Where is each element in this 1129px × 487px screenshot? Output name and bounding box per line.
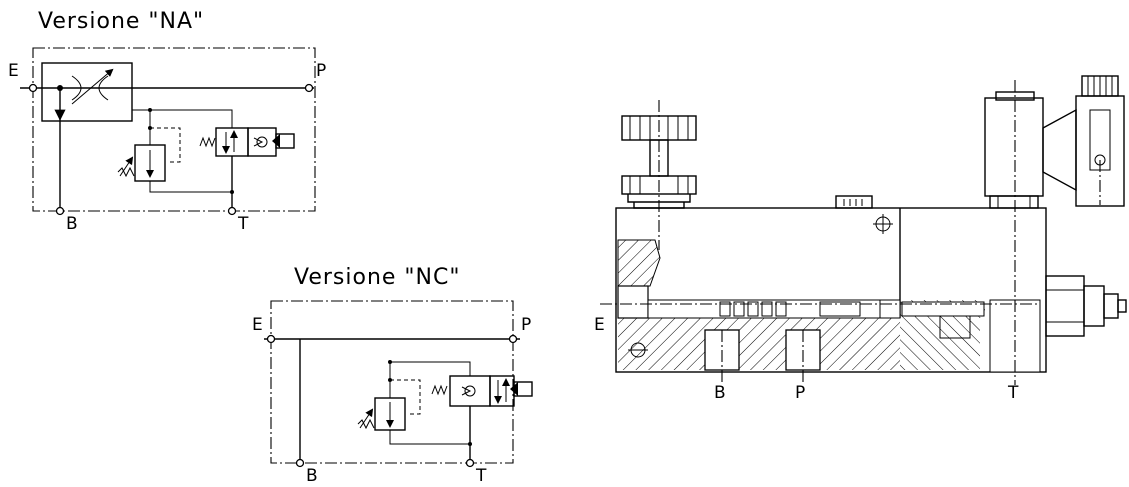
- na-relief-out: [149, 181, 232, 193]
- na-relief-adjust: [119, 156, 134, 177]
- section-hatch-upper-left: [617, 239, 661, 287]
- section-port-b-label: B: [714, 383, 726, 403]
- na-t-node: [230, 190, 234, 194]
- nc-relief-adjust: [359, 408, 374, 429]
- na-port-p-dot: [304, 83, 314, 93]
- nc-relief-pilot: [390, 379, 421, 415]
- section-hatch-lower-left: [618, 318, 900, 370]
- electrical-connector: [1042, 75, 1125, 207]
- na-relief-pilot: [150, 127, 181, 163]
- na-solenoid-pos-a: [215, 127, 249, 157]
- valve-cross-section: E B P T: [594, 75, 1127, 403]
- nc-port-e-label: E: [252, 315, 263, 335]
- spool-bore: [647, 299, 901, 319]
- nc-port-b-dot: [295, 458, 305, 468]
- nc-relief-spring: [357, 418, 375, 430]
- na-port-b-dot: [55, 206, 65, 216]
- section-port-e-label: E: [594, 315, 605, 335]
- na-adjust-arrow: [71, 68, 114, 105]
- schematic-na: Versione "NA": [8, 9, 326, 234]
- port-e-bore: [617, 285, 649, 319]
- nc-port-t-label: T: [475, 466, 487, 486]
- nc-pilot-line: [390, 361, 471, 376]
- nc-envelope: [270, 300, 514, 464]
- na-port-p-label: P: [316, 61, 326, 81]
- nc-t-node: [468, 442, 472, 446]
- na-restrictor-left: [71, 75, 82, 101]
- top-plug-marks: [843, 199, 863, 206]
- na-port-b-label: B: [66, 214, 78, 234]
- nc-port-e-dot: [266, 334, 276, 344]
- na-title: Versione "NA": [38, 9, 204, 34]
- na-pilot-line: [132, 109, 233, 128]
- nc-check-symbol: [464, 385, 476, 397]
- na-check-seat: [253, 137, 264, 147]
- nc-relief-out: [389, 430, 470, 445]
- section-port-p-label: P: [795, 383, 805, 403]
- na-envelope: [32, 47, 316, 212]
- nc-port-p-label: P: [521, 315, 531, 335]
- end-cap-fitting: [1045, 275, 1127, 337]
- na-coil-mark: [272, 134, 280, 148]
- na-relief-spring: [117, 166, 135, 178]
- seal-housing: [939, 315, 971, 339]
- na-port-t-dot: [227, 206, 237, 216]
- schematic-nc: Versione "NC" E P B: [252, 265, 533, 486]
- nc-port-p-dot: [508, 334, 518, 344]
- nc-port-b-label: B: [306, 466, 318, 486]
- na-valve-spring: [199, 136, 216, 148]
- top-plug: [835, 195, 873, 209]
- na-check-symbol: [256, 136, 268, 148]
- spool-lands: [719, 299, 901, 319]
- nc-title: Versione "NC": [294, 265, 460, 290]
- na-port-t-label: T: [237, 214, 249, 234]
- section-port-t-label: T: [1007, 383, 1019, 403]
- na-flow-control-valve: [41, 62, 133, 122]
- nc-coil-mark: [510, 382, 518, 396]
- nc-port-t-dot: [465, 458, 475, 468]
- nc-solenoid-pos-b: [489, 375, 515, 407]
- adjustment-knob: [621, 100, 697, 250]
- na-port-e-dot: [28, 83, 38, 93]
- nc-check-seat: [461, 386, 472, 396]
- solenoid-actuator: [984, 91, 1044, 209]
- na-port-e-label: E: [8, 61, 19, 81]
- na-restrictor-right: [98, 75, 109, 101]
- nc-valve-spring: [431, 384, 448, 396]
